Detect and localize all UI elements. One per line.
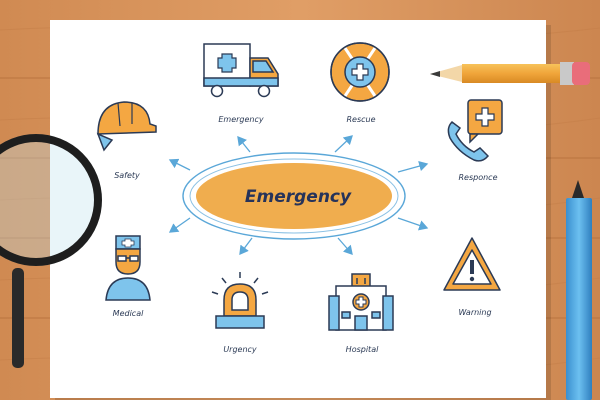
central-node: Emergency bbox=[182, 152, 406, 240]
ambulance-icon bbox=[203, 43, 279, 98]
arrow-emergency bbox=[237, 135, 251, 153]
node-label-emergency: Emergency bbox=[218, 115, 264, 124]
node-label-safety: Safety bbox=[114, 171, 140, 180]
siren-icon bbox=[211, 272, 269, 329]
arrow-medical bbox=[168, 217, 191, 233]
connector-arrows bbox=[168, 135, 429, 256]
lifebuoy-icon bbox=[330, 42, 390, 102]
pencil-prop bbox=[430, 62, 590, 85]
pen-prop bbox=[566, 180, 592, 400]
arrow-warning bbox=[397, 217, 429, 231]
arrow-hospital bbox=[337, 237, 353, 255]
node-label-hospital: Hospital bbox=[346, 345, 379, 354]
arrow-rescue bbox=[334, 135, 353, 153]
node-label-warning: Warning bbox=[458, 308, 491, 317]
doctor-icon bbox=[105, 235, 151, 301]
arrow-safety bbox=[168, 158, 191, 171]
hard-hat-icon bbox=[96, 101, 157, 152]
node-label-medical: Medical bbox=[113, 309, 144, 318]
warning-triangle-icon bbox=[443, 237, 501, 291]
arrow-responce bbox=[397, 161, 429, 173]
node-label-responce: Responce bbox=[458, 173, 497, 182]
node-label-urgency: Urgency bbox=[223, 345, 257, 354]
center-title: Emergency bbox=[245, 187, 352, 207]
arrow-urgency bbox=[239, 237, 253, 256]
phone-call-icon bbox=[447, 99, 503, 162]
node-label-rescue: Rescue bbox=[346, 115, 375, 124]
hospital-icon bbox=[328, 273, 394, 331]
magnifying-glass-prop bbox=[0, 134, 102, 368]
